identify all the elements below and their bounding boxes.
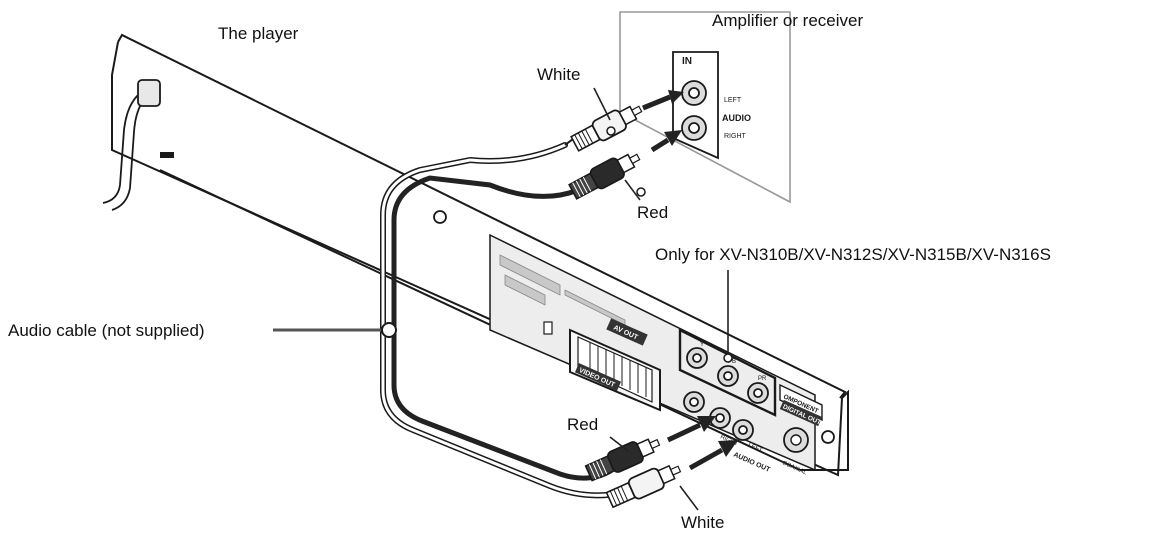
player-body: [111, 33, 849, 477]
amp-right-label: RIGHT: [724, 133, 747, 140]
only-for-label: Only for XV-N310B/XV-N312S/XV-N315B/XV-N…: [655, 245, 1051, 264]
jack-pr-label: PR: [758, 376, 767, 382]
amp-left-label: LEFT: [724, 97, 742, 104]
red-bottom-label: Red: [567, 415, 599, 434]
screw-hole: [433, 210, 447, 224]
switch: [543, 321, 553, 335]
power-cord: [102, 79, 161, 211]
audio-out-jacks: [683, 391, 754, 441]
arrow-top-red: [650, 130, 682, 153]
arrow-bottom-red: [666, 416, 716, 443]
red-top-marker: [636, 187, 646, 197]
jack-y-label: Y: [700, 342, 704, 348]
plug-white-top: [564, 105, 643, 152]
panel-strips: [499, 254, 626, 326]
white-top-marker: [606, 126, 616, 136]
plug-white-bottom: [605, 464, 682, 509]
white-top-label: White: [537, 65, 581, 84]
red-top-label: Red: [637, 203, 669, 222]
amplifier-panel: IN LEFT AUDIO RIGHT: [619, 11, 791, 204]
amp-audio-label: AUDIO: [722, 113, 751, 123]
plug-red-bottom: [584, 438, 661, 482]
jack-pb-label: PB: [728, 359, 736, 365]
amp-in-label: IN: [682, 56, 692, 67]
audio-cable-label: Audio cable (not supplied): [8, 321, 205, 340]
amplifier-label: Amplifier or receiver: [712, 11, 864, 30]
scart-connector: AV OUT VIDEO OUT: [569, 318, 661, 412]
component-jacks: Y PB PR: [678, 328, 777, 417]
screw-hole-side: [821, 430, 835, 444]
audio-left-label: LEFT: [747, 442, 763, 454]
leader-lines: [593, 87, 729, 511]
component-marker: [723, 353, 733, 363]
arrow-top-white: [642, 90, 684, 111]
arrow-bottom-white: [688, 440, 738, 471]
player-vent: [160, 152, 174, 158]
audio-cable: [380, 142, 625, 499]
player-label: The player: [218, 24, 299, 43]
plug-red-top: [568, 153, 641, 200]
white-bottom-label: White: [681, 513, 725, 532]
cable-marker: [381, 322, 397, 338]
